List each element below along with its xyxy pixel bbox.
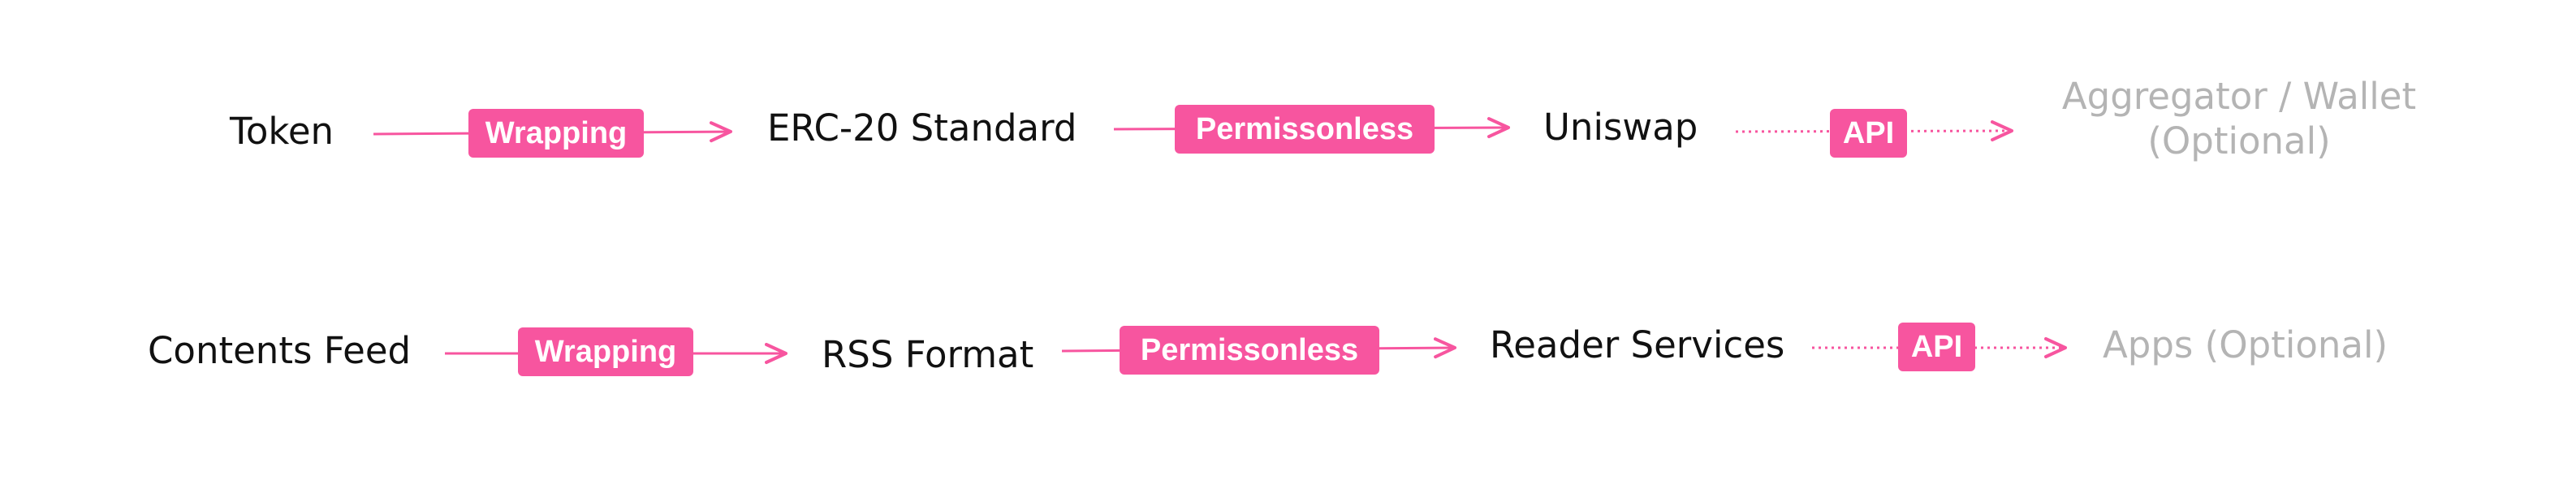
node-rss-format: RSS Format [822,333,1034,376]
label-permissionless: Permissonless [1120,326,1379,375]
label-wrapping: Wrapping [468,109,644,158]
node-contents-feed: Contents Feed [148,329,412,372]
node-apps: Apps (Optional) [2103,323,2388,366]
label-api: API [1830,109,1907,158]
node-reader-services: Reader Services [1490,323,1785,366]
node-aggregator-wallet: Aggregator / Wallet (Optional) [2028,75,2450,164]
label-permissionless: Permissonless [1175,105,1435,154]
node-token: Token [230,110,334,153]
node-erc20-standard: ERC-20 Standard [767,106,1077,150]
node-uniswap: Uniswap [1543,106,1698,149]
node-aggregator-wallet-line1: Aggregator / Wallet [2061,75,2417,118]
label-api: API [1898,323,1975,371]
label-wrapping: Wrapping [518,327,693,376]
node-aggregator-wallet-line2: (Optional) [2147,119,2331,162]
